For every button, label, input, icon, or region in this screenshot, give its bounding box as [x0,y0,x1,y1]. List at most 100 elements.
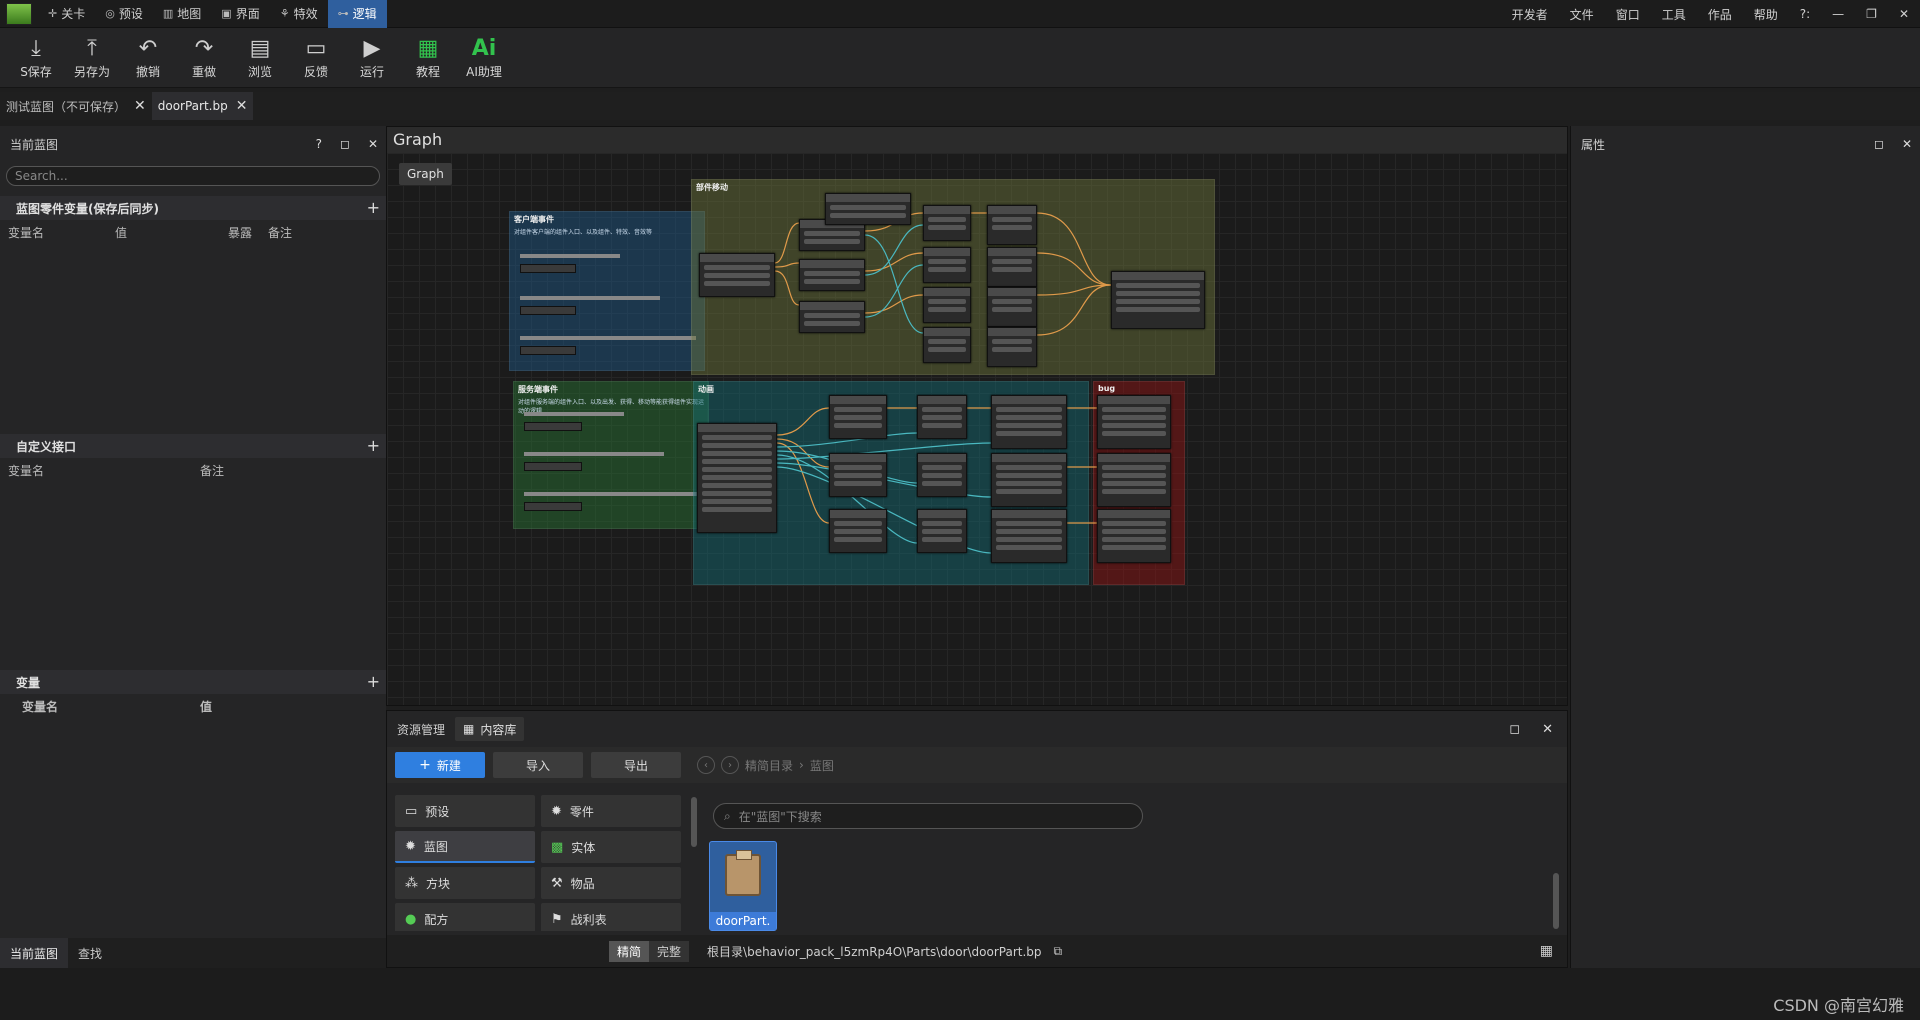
content-scrollbar[interactable] [1553,873,1559,929]
graph-node[interactable] [991,453,1067,507]
maximize-icon[interactable]: ◻ [339,137,350,151]
graph-node[interactable] [923,247,971,283]
menu-help[interactable]: 帮助 [1753,7,1778,22]
mode-full[interactable]: 完整 [649,940,690,962]
graph-node[interactable] [1097,509,1171,563]
graph-node[interactable] [923,327,971,363]
menu-window[interactable]: 窗口 [1615,7,1640,22]
category-loot[interactable]: ⚑战利表 [541,903,681,931]
graph-node[interactable] [799,259,865,291]
question-icon[interactable]: ?: [1799,7,1811,21]
add-icon[interactable]: + [366,436,380,455]
search-input[interactable]: Search... [6,166,380,186]
copy-path-icon[interactable]: ⧉ [1053,943,1063,958]
close-tab-icon[interactable]: ✕ [134,98,146,114]
graph-node[interactable] [520,306,576,315]
menu-tab-effects[interactable]: ⚘特效 [279,7,318,21]
category-part[interactable]: ✹零件 [541,795,681,827]
graph-node[interactable] [987,205,1037,245]
graph-canvas[interactable]: Graph 客户端事件 对组件客户端的组件入口、以及组件、特效、音效等 部件移动… [387,153,1567,705]
help-icon[interactable]: ? [315,137,322,151]
grid-view-icon[interactable]: ▦ [1539,943,1553,959]
graph-node[interactable] [917,395,967,439]
category-preset[interactable]: ▭预设 [395,795,535,827]
menu-tab-interface[interactable]: ▣界面 [221,7,260,21]
tab-find[interactable]: 查找 [78,946,103,961]
minimize-icon[interactable]: — [1832,7,1845,21]
graph-node[interactable] [825,193,911,225]
export-button[interactable]: 导出 [591,752,681,778]
menu-tab-map[interactable]: ▥地图 [162,7,202,21]
tab-doorpart[interactable]: doorPart.bp✕ [151,92,254,120]
section-variables[interactable]: 变量+ [0,670,386,694]
graph-node[interactable] [520,346,576,355]
new-button[interactable]: +新建 [395,752,485,778]
browse-button[interactable]: ▤浏览 [247,36,272,79]
restore-icon[interactable]: ❐ [1866,7,1877,21]
graph-node[interactable] [917,509,967,553]
graph-node[interactable] [829,453,887,497]
graph-node[interactable] [697,423,777,533]
graph-node[interactable] [699,253,775,297]
group-client-events[interactable]: 客户端事件 对组件客户端的组件入口、以及组件、特效、音效等 [509,211,705,371]
breadcrumb-root[interactable]: 精简目录 [745,758,794,773]
graph-node[interactable] [987,247,1037,287]
add-icon[interactable]: + [366,672,380,691]
run-button[interactable]: ▶运行 [359,36,384,79]
menu-tools[interactable]: 工具 [1661,7,1686,22]
menu-tab-level[interactable]: ✛关卡 [48,7,86,21]
graph-node[interactable] [829,395,887,439]
graph-node[interactable] [1111,271,1205,329]
menu-works[interactable]: 作品 [1707,7,1732,22]
asset-search-input[interactable]: ⌕在"蓝图"下搜索 [713,803,1143,829]
graph-node[interactable] [1097,395,1171,449]
forward-icon[interactable]: › [721,756,739,774]
section-custom-interface[interactable]: 自定义接口+ [0,434,386,458]
graph-node[interactable] [917,453,967,497]
graph-node[interactable] [991,509,1067,563]
save-as-button[interactable]: ⤒另存为 [73,36,110,79]
graph-node[interactable] [520,264,576,273]
maximize-icon[interactable]: ◻ [1509,721,1521,737]
back-icon[interactable]: ‹ [697,756,715,774]
file-item-doorpart[interactable]: doorPart. [709,841,777,931]
graph-node[interactable] [1097,453,1171,507]
graph-node[interactable] [524,502,582,511]
graph-node[interactable] [991,395,1067,449]
close-tab-icon[interactable]: ✕ [235,98,248,114]
graph-node[interactable] [524,422,582,431]
save-button[interactable]: ⤓S保存 [20,36,52,79]
tab-test-blueprint[interactable]: 测试蓝图（不可保存）✕ [6,98,146,114]
breadcrumb-current[interactable]: 蓝图 [809,758,834,773]
maximize-icon[interactable]: ◻ [1873,137,1884,151]
category-recipe[interactable]: ●配方 [395,903,535,931]
category-blueprint[interactable]: ✹蓝图 [395,831,535,863]
tutorial-button[interactable]: ▦教程 [415,36,440,79]
undo-button[interactable]: ↶撤销 [135,36,160,79]
graph-node[interactable] [829,509,887,553]
section-part-variables[interactable]: 蓝图零件变量(保存后同步)+ [0,196,386,220]
feedback-button[interactable]: ▭反馈 [303,36,328,79]
menu-developer[interactable]: 开发者 [1511,7,1548,22]
close-icon[interactable]: ✕ [1542,721,1553,737]
category-item[interactable]: ⚒物品 [541,867,681,899]
add-icon[interactable]: + [366,198,380,217]
graph-node[interactable] [799,301,865,333]
mode-compact[interactable]: 精简 [609,940,650,962]
graph-node[interactable] [923,205,971,241]
graph-node[interactable] [923,287,971,323]
graph-node[interactable] [987,287,1037,327]
graph-node[interactable] [524,462,582,471]
graph-node[interactable] [987,327,1037,367]
category-entity[interactable]: ▩实体 [541,831,681,863]
close-window-icon[interactable]: ✕ [1898,7,1909,21]
menu-tab-logic[interactable]: ⊶逻辑 [327,0,387,28]
redo-button[interactable]: ↷重做 [191,36,216,79]
category-block[interactable]: ⁂方块 [395,867,535,899]
close-icon[interactable]: ✕ [367,137,378,151]
menu-tab-preset[interactable]: ◎预设 [105,7,143,21]
graph-breadcrumb[interactable]: Graph [399,163,452,185]
category-scrollbar[interactable] [691,797,697,847]
tab-content-library[interactable]: ▦内容库 [455,717,525,741]
